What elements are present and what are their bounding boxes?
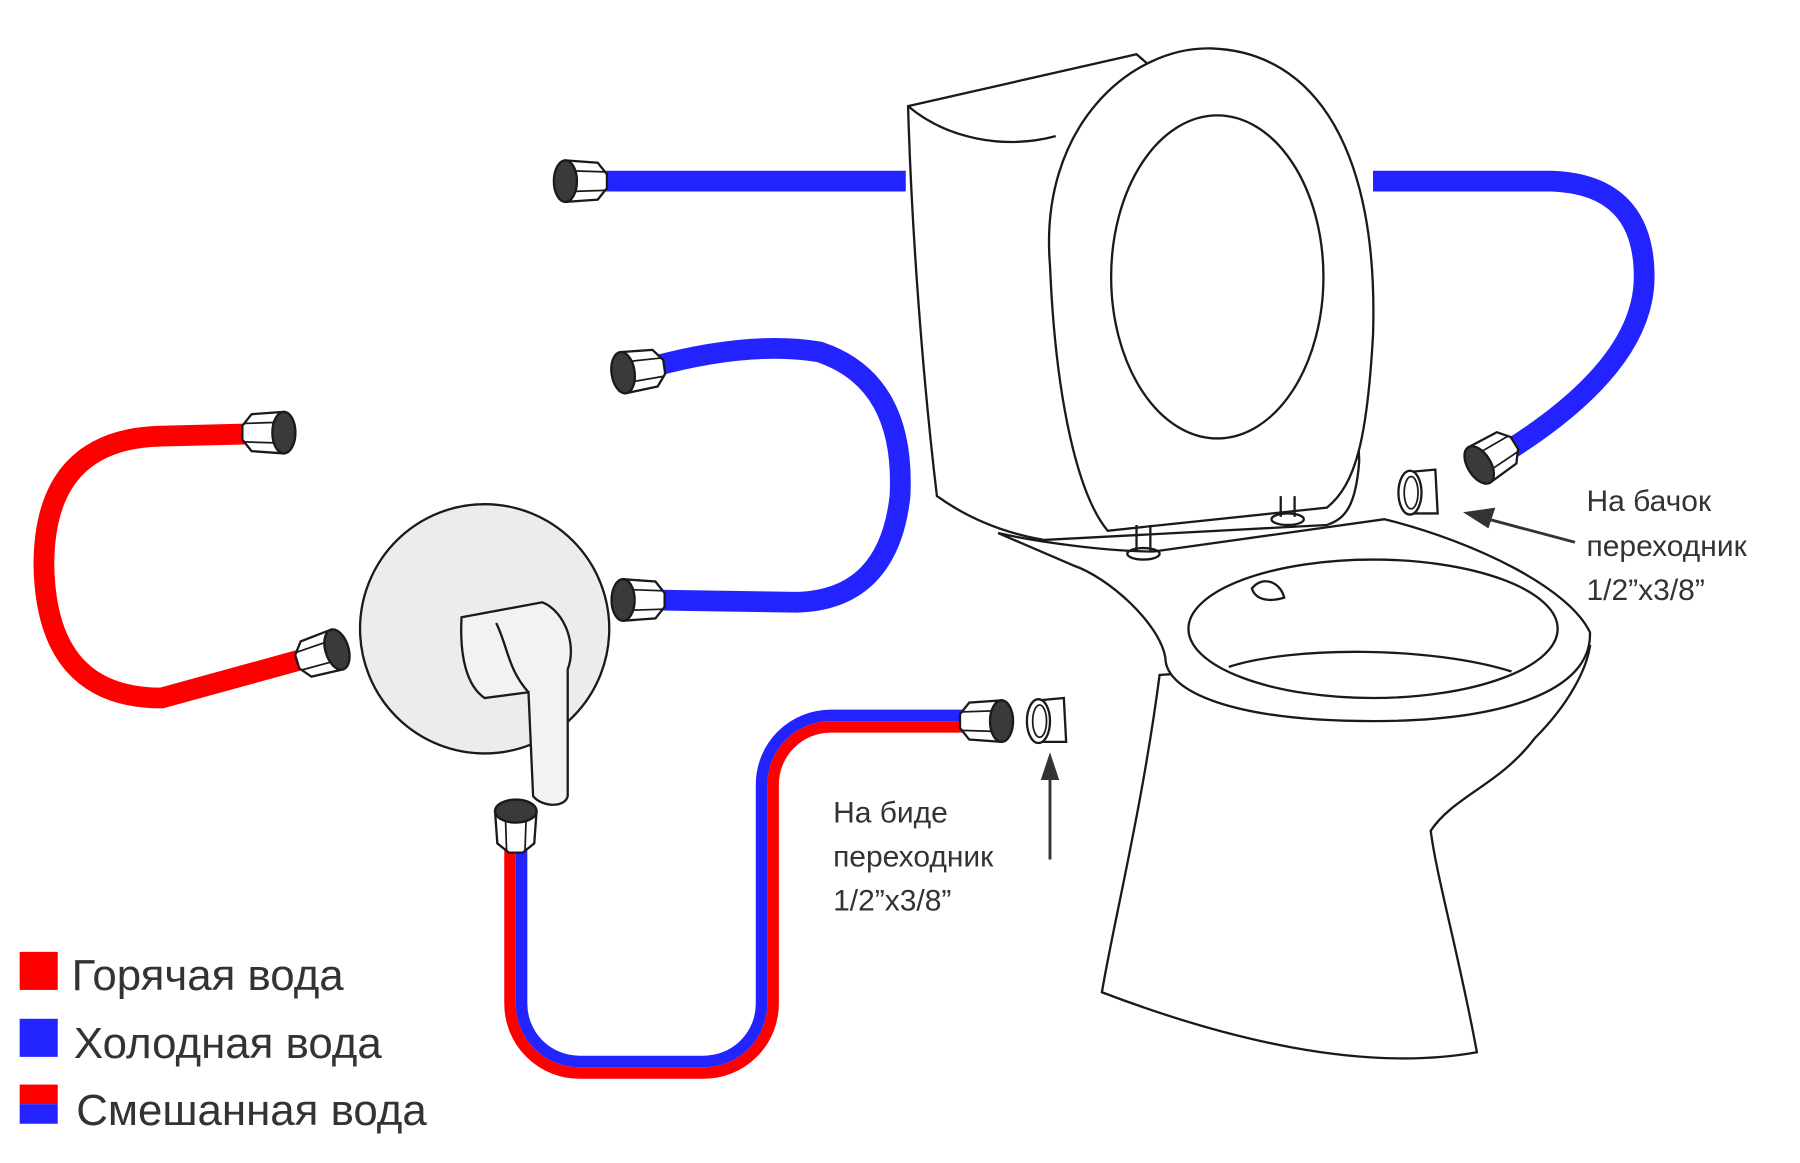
legend: Горячая вода Холодная вода Смешанная вод… [19, 951, 427, 1135]
toilet [906, 47, 1592, 1060]
legend-label-hot: Горячая вода [72, 951, 345, 1000]
legend-swatch-mixed-top [19, 1084, 58, 1105]
legend-swatch-cold [19, 1018, 58, 1057]
tank-adapter-label: На бачок переходник 1/2”x3/8” [1586, 485, 1755, 607]
adapter-tank-icon [1397, 468, 1439, 516]
adapter-bidet-icon [1025, 696, 1068, 745]
legend-swatch-hot [19, 951, 58, 990]
nut-fitting-icon [241, 410, 297, 455]
nut-fitting-icon [290, 625, 356, 683]
arrow-bidet-icon [1040, 752, 1060, 860]
cold-hose-right [1373, 170, 1655, 469]
legend-label-cold: Холодная вода [74, 1019, 382, 1068]
legend-label-mixed: Смешанная вода [76, 1086, 427, 1135]
nut-fitting-icon [493, 798, 538, 854]
hot-hose [33, 423, 324, 709]
nut-fitting-icon [958, 699, 1015, 744]
arrow-tank-icon [1463, 507, 1576, 544]
bidet-adapter-label: На биде переходник 1/2”x3/8” [833, 797, 1002, 918]
cold-hose-mixer [649, 338, 911, 613]
nut-fitting-icon [610, 578, 666, 622]
nut-fitting-icon [552, 159, 609, 204]
legend-swatch-mixed-bottom [19, 1104, 58, 1124]
mixer-valve [358, 503, 611, 806]
nut-fitting-icon [607, 345, 669, 396]
mixed-hose [504, 709, 970, 1079]
